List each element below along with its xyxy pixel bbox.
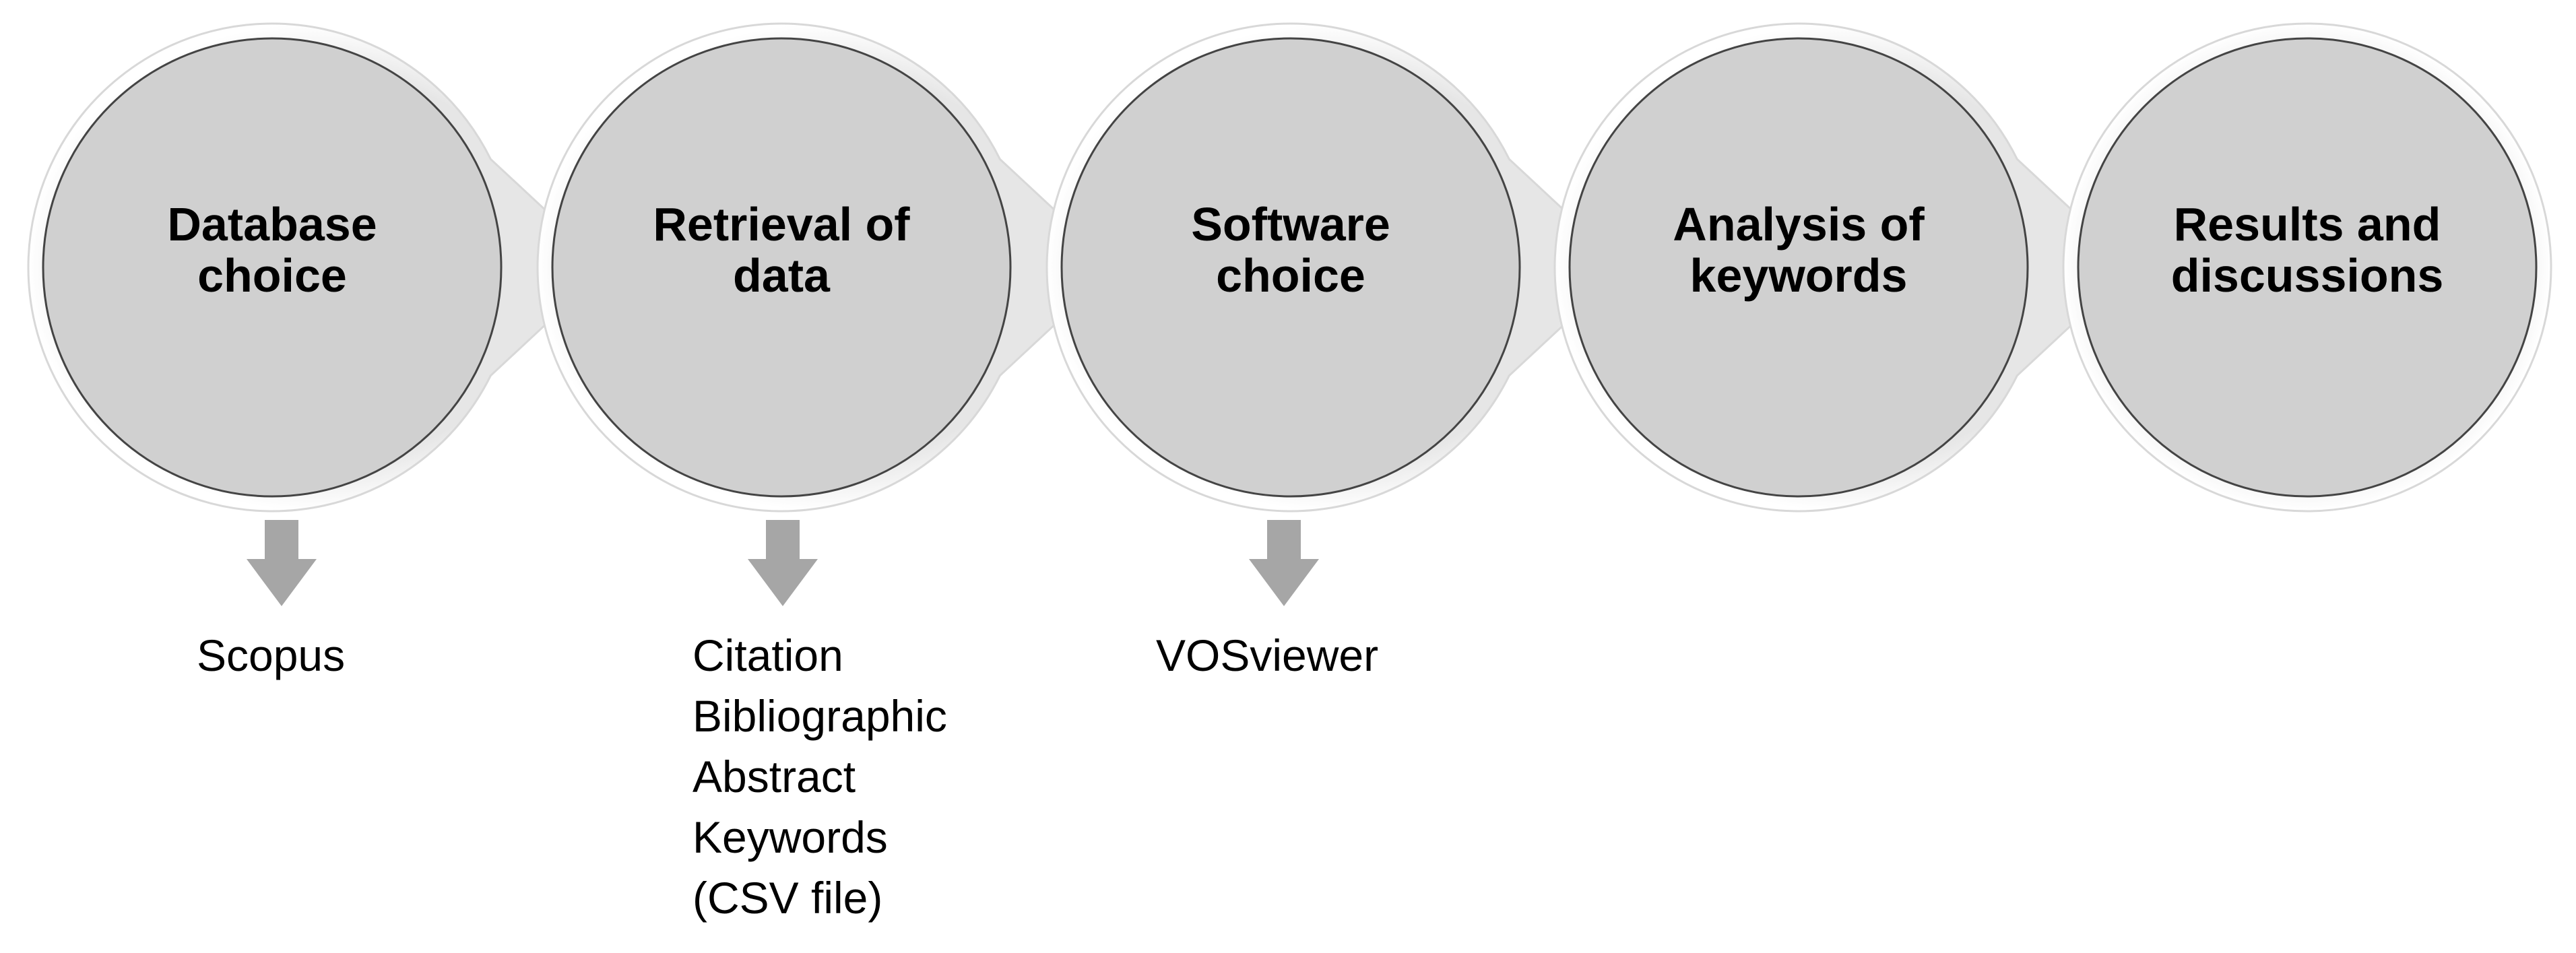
step-circle bbox=[1568, 37, 2029, 498]
step-label-line-1: Analysis of bbox=[1673, 198, 1925, 251]
step-label-line-1: Retrieval of bbox=[653, 198, 910, 251]
output-item: VOSviewer bbox=[1156, 630, 1378, 680]
step-label-line-2: choice bbox=[1216, 249, 1365, 302]
step-label-line-2: keywords bbox=[1690, 249, 1908, 302]
step-label-line-2: discussions bbox=[2171, 249, 2444, 302]
step-circle bbox=[2077, 37, 2538, 498]
step-circle bbox=[42, 37, 503, 498]
output-item: Citation bbox=[693, 630, 843, 680]
output-item: Bibliographic bbox=[693, 691, 947, 741]
process-step: Database choice bbox=[27, 22, 609, 513]
step-label-line-2: choice bbox=[197, 249, 347, 302]
output-item: Scopus bbox=[197, 630, 345, 680]
process-step: Retrieval of data bbox=[536, 22, 1118, 513]
step-output-group: VOSviewer bbox=[1156, 520, 1378, 680]
down-arrow-icon bbox=[748, 520, 818, 606]
step-label-line-1: Software bbox=[1191, 198, 1390, 251]
step-output-group: Citation Bibliographic Abstract Keywords… bbox=[693, 520, 947, 923]
process-step: Results and discussions bbox=[2062, 22, 2552, 513]
step-circle bbox=[551, 37, 1012, 498]
step-output-group: Scopus bbox=[197, 520, 345, 680]
down-arrow-icon bbox=[247, 520, 317, 606]
process-step: Software choice bbox=[1045, 22, 1628, 513]
step-label-line-1: Results and bbox=[2174, 198, 2441, 251]
output-item: Keywords bbox=[693, 812, 888, 862]
process-step: Analysis of keywords bbox=[1553, 22, 2135, 513]
step-circle bbox=[1060, 37, 1521, 498]
output-item: Abstract bbox=[693, 752, 856, 801]
output-item: (CSV file) bbox=[693, 873, 882, 923]
down-arrow-icon bbox=[1249, 520, 1319, 606]
step-label-line-1: Database bbox=[167, 198, 377, 251]
step-label-line-2: data bbox=[733, 249, 831, 302]
